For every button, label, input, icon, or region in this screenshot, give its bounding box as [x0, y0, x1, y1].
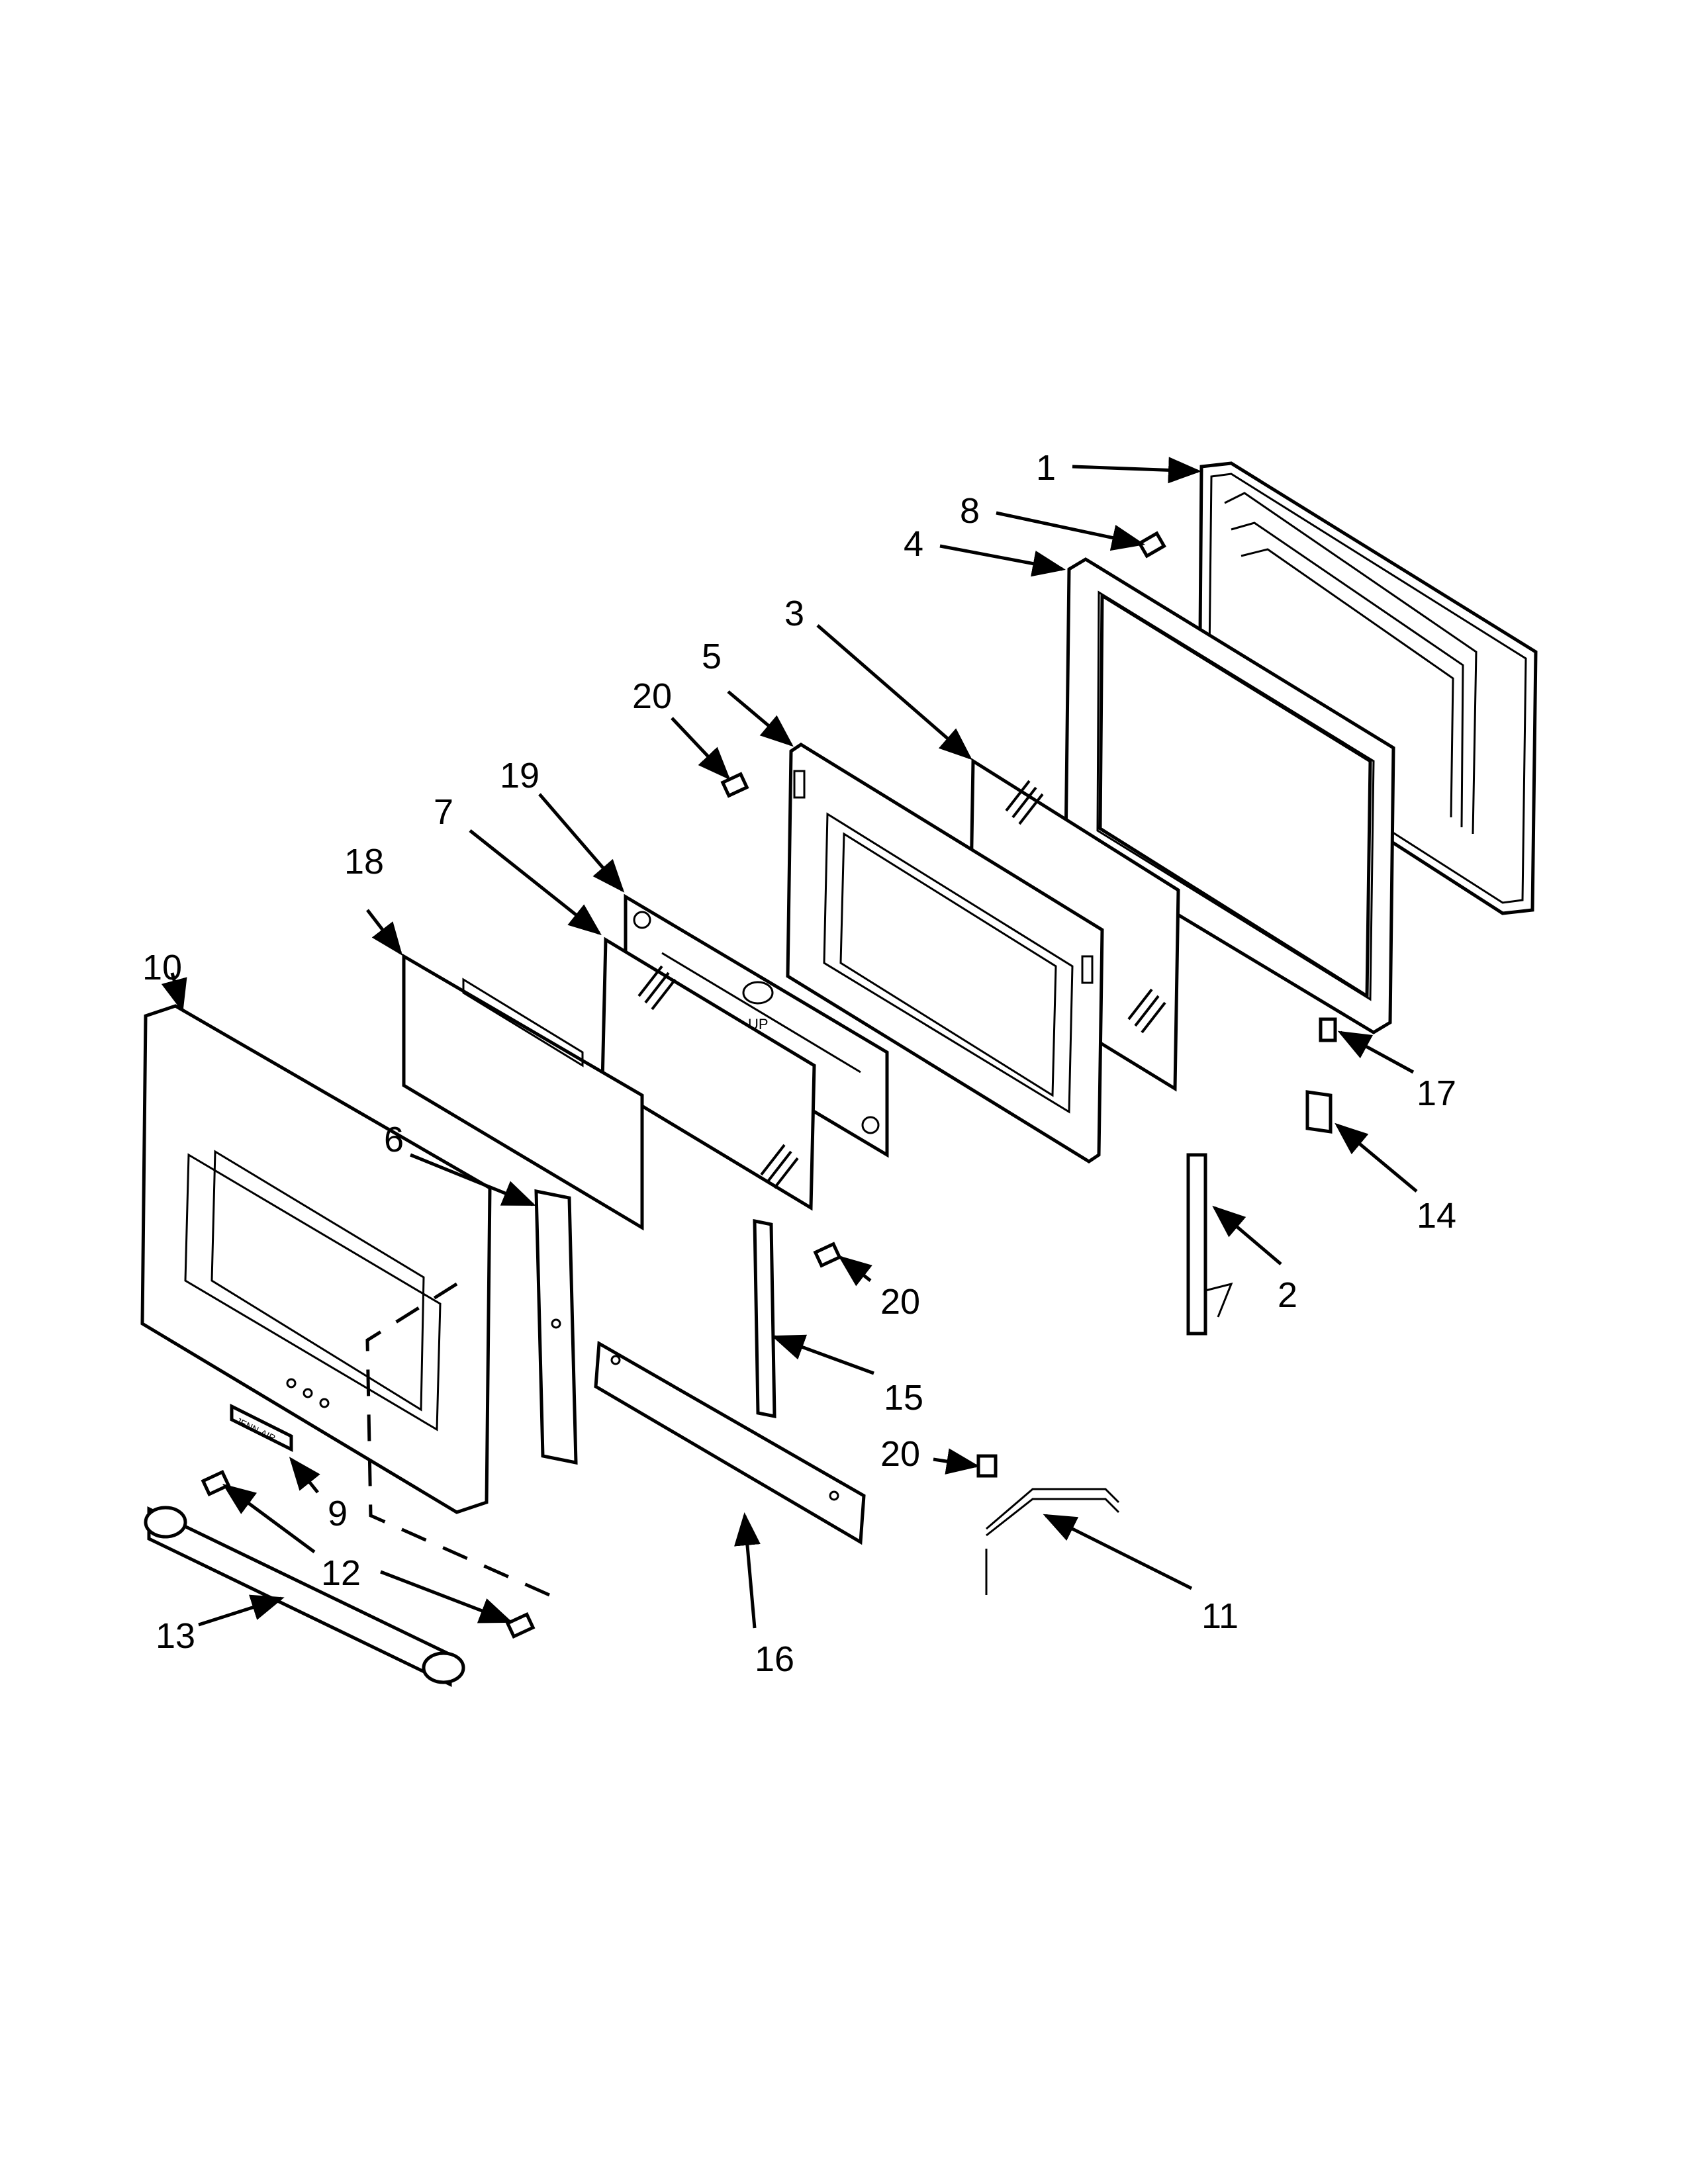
- callout-14: 14: [1417, 1196, 1456, 1236]
- part-20-screw-middle: [816, 1244, 839, 1266]
- part-18-top-trim: [404, 956, 642, 1228]
- part-20-screw-top: [723, 774, 747, 796]
- part-11-hinge-receiver: [986, 1489, 1119, 1595]
- callout-16: 16: [755, 1639, 794, 1679]
- part-5-inner-door-panel: [788, 745, 1102, 1161]
- callout-19: 19: [500, 756, 539, 796]
- part-13-handle: [146, 1508, 463, 1684]
- callout-5: 5: [702, 637, 722, 676]
- part-4-door-frame: [1066, 559, 1393, 1032]
- callout-3: 3: [784, 594, 804, 633]
- callout-17: 17: [1417, 1073, 1456, 1113]
- callout-11: 11: [1201, 1596, 1239, 1636]
- part-9-brand-plate: [232, 1406, 291, 1449]
- callout-20-top: 20: [632, 676, 672, 716]
- part-17-screw: [1321, 1019, 1335, 1040]
- part-15-door-bracket: [755, 1221, 774, 1416]
- callout-18: 18: [344, 842, 384, 882]
- callout-labels: 1 8 4 3 5 20 19 7 18 10 6 17 14 2 20 15 …: [142, 448, 1456, 1679]
- part-14-hinge-cover: [1307, 1092, 1331, 1132]
- callout-7: 7: [434, 792, 453, 832]
- callout-20-middle: 20: [880, 1282, 920, 1322]
- part-1-inner-door-liner: [1199, 463, 1536, 913]
- callout-8: 8: [960, 491, 980, 531]
- callout-4: 4: [904, 524, 923, 564]
- part-7-middle-glass: [602, 940, 814, 1208]
- callout-1: 1: [1036, 448, 1056, 488]
- callout-9: 9: [328, 1494, 348, 1533]
- assembly-dash-line: [365, 1282, 551, 1597]
- callout-13: 13: [156, 1616, 195, 1656]
- callout-2: 2: [1278, 1275, 1297, 1315]
- callout-6: 6: [384, 1120, 404, 1160]
- part-6-side-trim: [536, 1191, 576, 1463]
- callout-12: 12: [321, 1553, 361, 1593]
- part-12-screw-left: [203, 1472, 228, 1494]
- part-8-screw: [1140, 533, 1164, 556]
- part-12-screw-right: [508, 1614, 533, 1636]
- callout-10: 10: [142, 948, 182, 987]
- callout-15: 15: [884, 1378, 923, 1418]
- leader-lines: [161, 457, 1418, 1629]
- callout-20-bottom: 20: [880, 1434, 920, 1474]
- part-2-hinge: [1188, 1155, 1231, 1334]
- part-16-bottom-trim: [596, 1343, 864, 1542]
- part-20-screw-bottom: [978, 1456, 996, 1476]
